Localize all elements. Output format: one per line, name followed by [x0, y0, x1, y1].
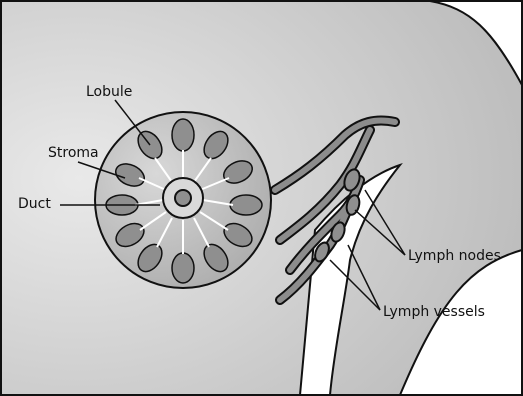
label-lymph-nodes: Lymph nodes	[408, 249, 501, 263]
label-lymph-vessels: Lymph vessels	[383, 305, 485, 319]
nipple	[175, 190, 191, 206]
label-duct: Duct	[18, 197, 51, 211]
label-stroma: Stroma	[48, 146, 99, 160]
label-lobule: Lobule	[86, 85, 132, 99]
